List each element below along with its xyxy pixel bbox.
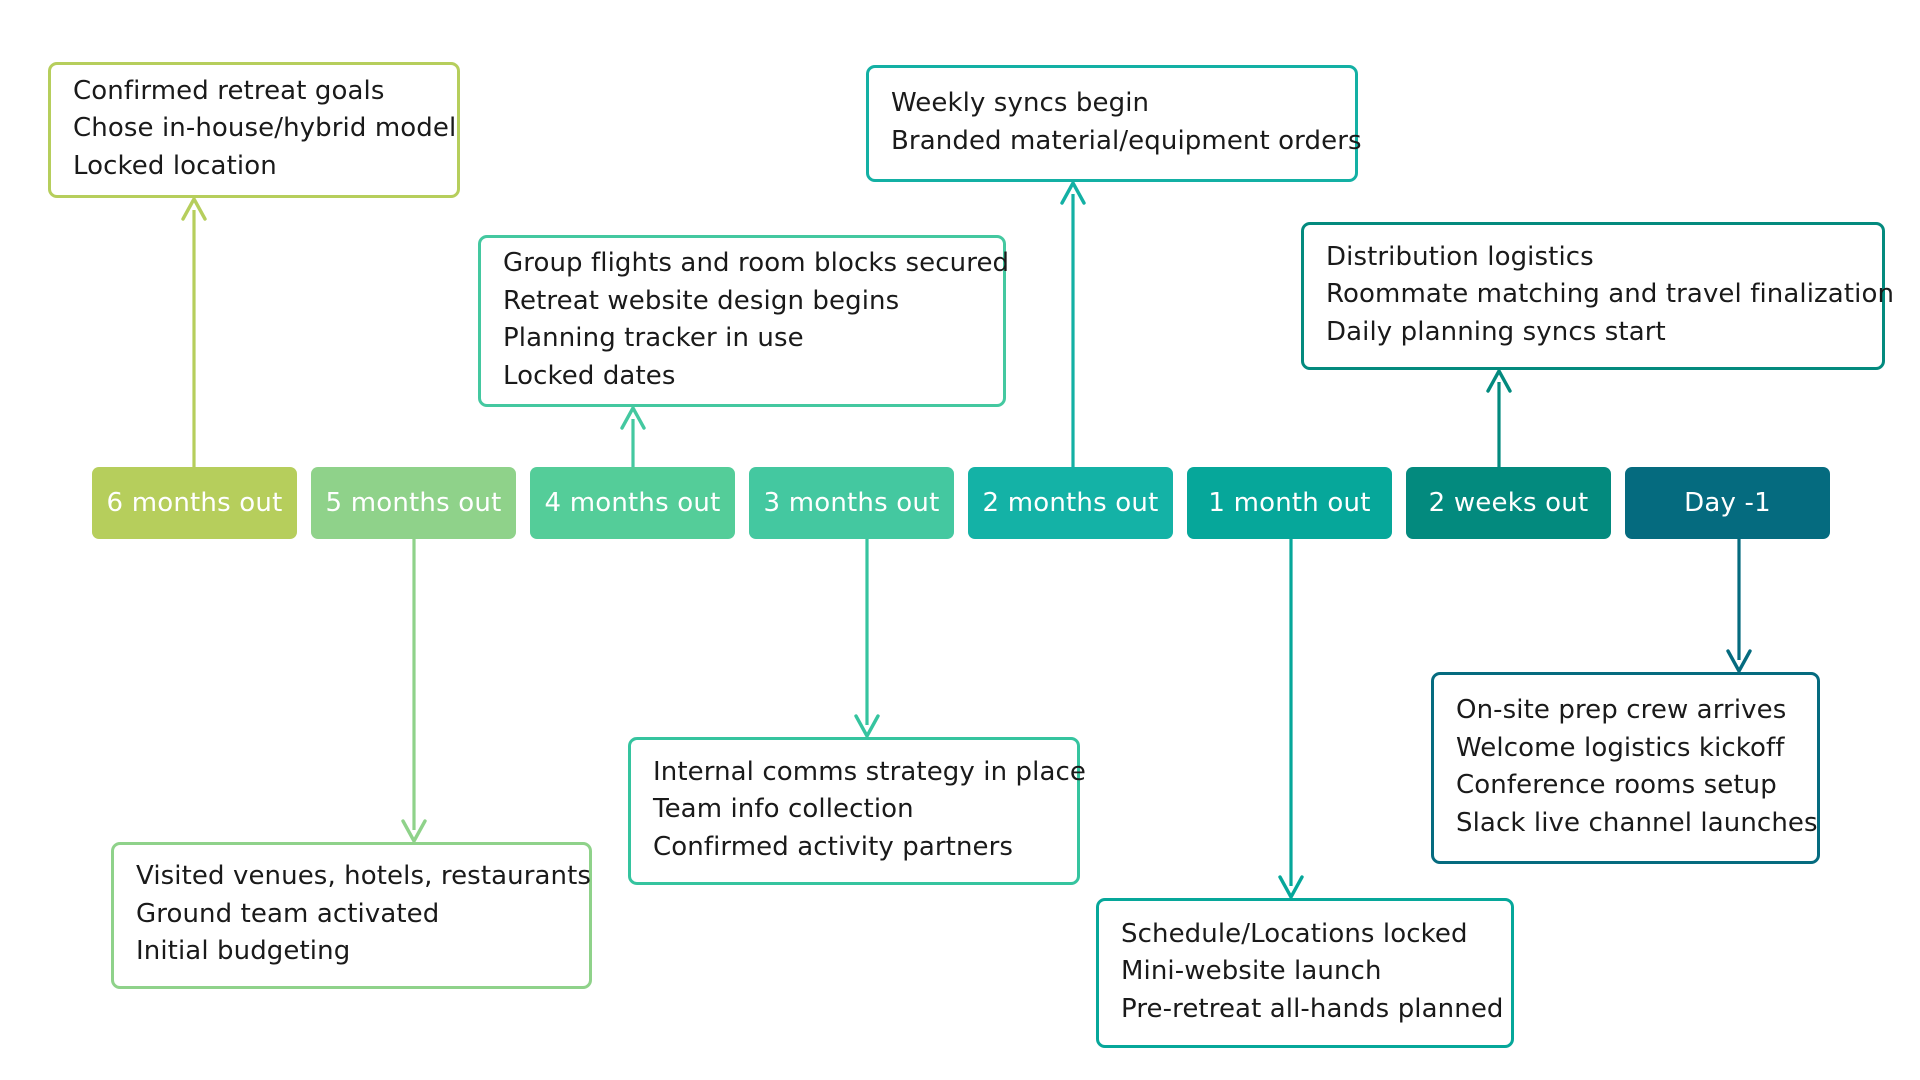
connector-3-months-out bbox=[854, 539, 880, 738]
timeline-chip-label: 1 month out bbox=[1208, 488, 1371, 518]
callout-line: Welcome logistics kickoff bbox=[1456, 732, 1785, 763]
callout-line: On-site prep crew arrives bbox=[1456, 695, 1787, 725]
callout-line: Chose in-house/hybrid model bbox=[73, 113, 457, 144]
callout-line: Retreat website design begins bbox=[503, 285, 900, 316]
callout-line: Planning tracker in use bbox=[503, 323, 804, 353]
callout-line: Locked location bbox=[73, 150, 277, 181]
callout-line: Pre-retreat all-hands planned bbox=[1121, 993, 1504, 1024]
callout-line: Visited venues, hotels, restaurants bbox=[136, 861, 592, 892]
timeline-chip-2-weeks-out[interactable]: 2 weeks out bbox=[1406, 467, 1611, 539]
callout-line: Conference rooms setup bbox=[1456, 770, 1777, 800]
connector-arrowhead-icon bbox=[1060, 181, 1086, 205]
callout-line: Daily planning syncs start bbox=[1326, 316, 1666, 347]
timeline-chip-2-months-out[interactable]: 2 months out bbox=[968, 467, 1173, 539]
callout-line: Weekly syncs begin bbox=[891, 88, 1150, 118]
connector-day-minus-1 bbox=[1726, 539, 1752, 673]
callout-line: Confirmed retreat goals bbox=[73, 75, 385, 106]
timeline-chip-label: 6 months out bbox=[106, 488, 283, 518]
callout-line: Confirmed activity partners bbox=[653, 831, 1014, 862]
connector-6-months-out bbox=[181, 197, 207, 467]
timeline-chip-label: 2 weeks out bbox=[1428, 488, 1589, 518]
connector-arrowhead-icon bbox=[1726, 649, 1752, 673]
timeline-chip-3-months-out[interactable]: 3 months out bbox=[749, 467, 954, 539]
connector-1-month-out bbox=[1278, 539, 1304, 899]
timeline-chip-1-month-out[interactable]: 1 month out bbox=[1187, 467, 1392, 539]
timeline-chip-4-months-out[interactable]: 4 months out bbox=[530, 467, 735, 539]
callout-line: Roommate matching and travel finalizatio… bbox=[1326, 279, 1895, 310]
timeline-chip-6-months-out[interactable]: 6 months out bbox=[92, 467, 297, 539]
connector-4-months-out bbox=[620, 406, 646, 467]
connector-2-months-out bbox=[1060, 181, 1086, 467]
connector-arrowhead-icon bbox=[181, 197, 207, 221]
callout-line: Mini-website launch bbox=[1121, 956, 1382, 987]
callout-line: Team info collection bbox=[653, 794, 914, 825]
connector-5-months-out bbox=[401, 539, 427, 843]
connector-arrowhead-icon bbox=[620, 406, 646, 430]
callout-line: Slack live channel launches bbox=[1456, 807, 1818, 838]
callout-line: Distribution logistics bbox=[1326, 241, 1594, 272]
connector-2-weeks-out bbox=[1486, 369, 1512, 467]
timeline-chip-label: 5 months out bbox=[325, 488, 502, 518]
callout-line: Internal comms strategy in place bbox=[653, 756, 1086, 787]
callout-line: Branded material/equipment orders bbox=[891, 125, 1362, 156]
timeline-chip-label: 2 months out bbox=[982, 488, 1159, 518]
timeline-chip-label: 3 months out bbox=[763, 488, 940, 518]
timeline-chip-day-1[interactable]: Day -1 bbox=[1625, 467, 1830, 539]
callout-line: Locked dates bbox=[503, 360, 676, 391]
connector-arrowhead-icon bbox=[1278, 875, 1304, 899]
callout-line: Schedule/Locations locked bbox=[1121, 918, 1468, 949]
callout-line: Group flights and room blocks secured bbox=[503, 248, 1010, 278]
connector-arrowhead-icon bbox=[401, 819, 427, 843]
timeline-chip-label: 4 months out bbox=[544, 488, 721, 518]
connector-arrowhead-icon bbox=[1486, 369, 1512, 393]
timeline-chip-label: Day -1 bbox=[1684, 488, 1771, 518]
connector-arrowhead-icon bbox=[854, 714, 880, 738]
callout-line: Ground team activated bbox=[136, 898, 440, 929]
callout-line: Initial budgeting bbox=[136, 936, 351, 967]
timeline-chip-5-months-out[interactable]: 5 months out bbox=[311, 467, 516, 539]
